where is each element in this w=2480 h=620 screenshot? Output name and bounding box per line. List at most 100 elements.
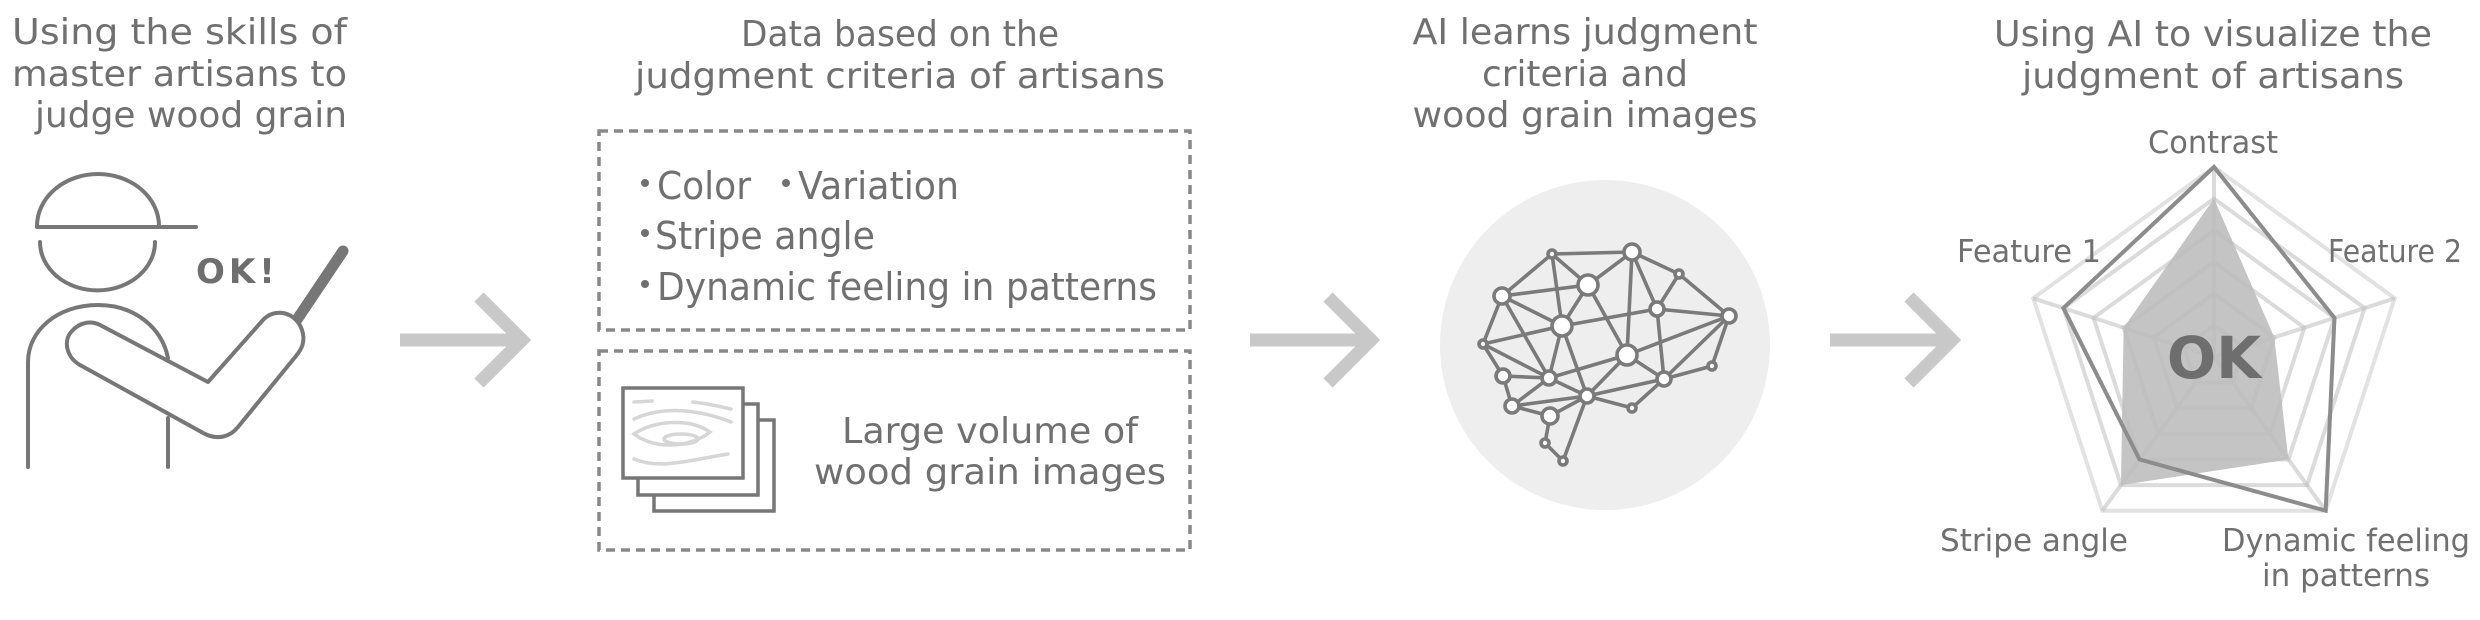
brain-node [1477, 338, 1489, 350]
brain-background [1440, 180, 1770, 510]
brain-node [1648, 300, 1666, 318]
step3-title-line-1: AI learns judgment [1413, 12, 1758, 53]
radar-grid [2030, 164, 2398, 513]
radar-series [2120, 198, 2289, 486]
axis-label-feature-2: Feature 2 [2328, 234, 2462, 270]
step2-title: Data based on the judgment criteria of a… [634, 14, 1165, 97]
radar-axis-line [2100, 355, 2216, 512]
radar-grid-ring [2091, 227, 2337, 462]
axis-label-feature-1: Feature 1 [1957, 234, 2101, 270]
step4-title: Using AI to visualize the judgment of ar… [1994, 14, 2432, 97]
step1-title-line-2: master artisans to [12, 54, 347, 95]
brain-edge [1625, 250, 1634, 357]
brain-node [1540, 406, 1560, 426]
brain-node [1673, 268, 1685, 280]
cap-icon [35, 172, 198, 229]
step1-title-line-1: Using the skills of [12, 12, 348, 53]
step4-title-line-2: judgment of artisans [2021, 56, 2404, 97]
artisan-with-stick-icon: OK! [26, 172, 349, 469]
brain-edge [1625, 314, 1731, 357]
criteria-item-color: Color [657, 164, 751, 208]
step4-title-line-1: Using AI to visualize the [1994, 14, 2432, 55]
brain-edge [1630, 250, 1659, 311]
step1-title: Using the skills of master artisans to j… [12, 12, 348, 136]
radar-chart: OK Contrast Feature 2 Dynamic feeling in… [1940, 125, 2470, 594]
radar-grid-ring [2061, 196, 2367, 488]
criteria-box: Color Variation Stripe angle Dynamic fee… [597, 129, 1192, 332]
radar-series-outline [2060, 164, 2337, 514]
brain-edge [1510, 394, 1589, 408]
body [26, 303, 170, 469]
criteria-item-dynamic-feeling: Dynamic feeling in patterns [657, 265, 1157, 309]
criteria-item-variation: Variation [798, 164, 959, 208]
brain-node [1622, 242, 1642, 262]
brain-node [1539, 437, 1551, 449]
brain-edge [1560, 324, 1589, 398]
arrow-right-icon [1250, 292, 1381, 388]
brain-edge [1481, 342, 1551, 380]
bullet-icon [782, 179, 790, 187]
radar-axis-labels: Contrast Feature 2 Dynamic feeling in pa… [1940, 125, 2470, 594]
criteria-item-stripe-angle: Stripe angle [655, 214, 875, 258]
radar-grid-ring [2151, 291, 2277, 411]
step3-title: AI learns judgment criteria and wood gra… [1413, 12, 1758, 136]
brain-edge [1655, 307, 1731, 318]
brain-edge [1560, 307, 1659, 328]
result-ok-label: OK [2167, 324, 2263, 392]
step2-title-line-1: Data based on the [741, 14, 1059, 55]
brain-edge [1481, 324, 1564, 346]
brain-edge [1550, 250, 1634, 256]
radar-grid-ring [2121, 259, 2307, 436]
step2-title-line-2: judgment criteria of artisans [634, 56, 1165, 97]
axis-label-dynamic-feeling-line-1: Dynamic feeling [2222, 523, 2470, 559]
bullet-icon [641, 179, 649, 187]
brain-edge [1500, 294, 1551, 380]
face [38, 240, 157, 293]
brain-edge [1586, 283, 1629, 357]
brain-edge [1500, 252, 1554, 298]
brain-node [1655, 370, 1673, 388]
brain-edge [1561, 394, 1589, 463]
radar-grid-ring [2181, 322, 2247, 385]
brain-node [1492, 286, 1512, 306]
pointer-stick [284, 245, 349, 336]
brain-node [1626, 402, 1638, 414]
brain-node [1503, 397, 1521, 415]
radar-axis-line [2212, 355, 2328, 512]
images-label-line-1: Large volume of [842, 411, 1139, 452]
brain-edge [1710, 314, 1731, 368]
brain-node [1540, 369, 1558, 387]
brain-node [1557, 455, 1569, 467]
brain-node [1578, 387, 1596, 405]
arrow-right-icon [1830, 292, 1962, 388]
brain-edge [1547, 353, 1629, 380]
neural-brain-icon [1477, 242, 1738, 467]
brain-node [1546, 248, 1558, 260]
brain-node [1550, 314, 1574, 338]
bullet-icon [641, 229, 649, 237]
axis-label-dynamic-feeling-line-2: in patterns [2262, 558, 2430, 594]
brain-node [1576, 273, 1600, 297]
brain-edge [1585, 377, 1666, 398]
axis-label-contrast: Contrast [2148, 125, 2278, 161]
axis-label-stripe-angle: Stripe angle [1940, 523, 2128, 559]
arm [64, 310, 306, 440]
brain-edge [1500, 283, 1590, 298]
radar-grid-ring [2030, 164, 2398, 513]
brain-node [1706, 360, 1718, 372]
images-box: Large volume of wood grain images [597, 349, 1192, 552]
step3-title-line-2: criteria and [1482, 54, 1688, 95]
brain-edge [1662, 314, 1731, 381]
brain-edge [1677, 272, 1731, 318]
stacked-wood-grain-images-icon [621, 386, 776, 513]
arrow-right-icon [400, 292, 532, 388]
brain-node [1494, 367, 1512, 385]
speech-ok: OK! [196, 252, 279, 292]
brain-node [1720, 307, 1738, 325]
step1-title-line-3: judge wood grain [34, 95, 347, 136]
images-label-line-2: wood grain images [814, 452, 1166, 493]
brain-node [1615, 343, 1639, 367]
radar-series-filled [2120, 198, 2289, 486]
bullet-icon [641, 280, 649, 288]
